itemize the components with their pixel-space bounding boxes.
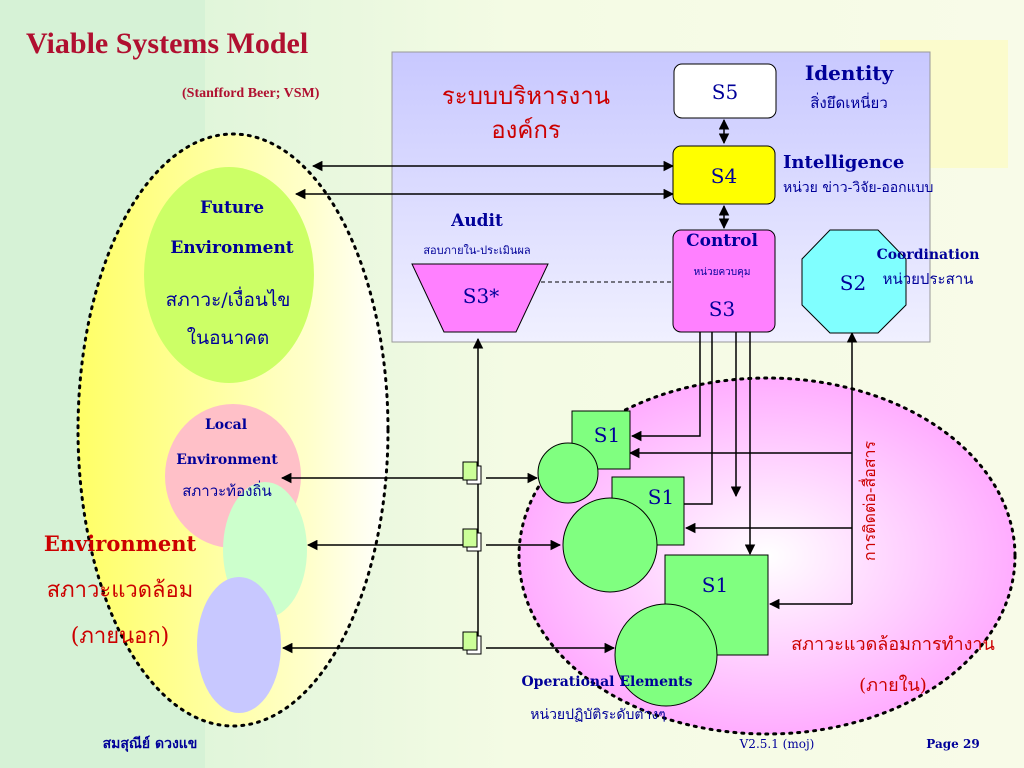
- s1-circle-2: [562, 497, 658, 593]
- document-icon: [462, 528, 482, 552]
- environment-label: Environment: [44, 531, 197, 556]
- document-icon: [462, 631, 482, 655]
- identity-thai: สิ่งยึดเหนี่ยว: [810, 92, 888, 112]
- s3star-label: S3*: [463, 284, 499, 308]
- future-env-line1: Future: [200, 198, 264, 218]
- s4-box: [672, 145, 776, 205]
- s1-circle-1: [537, 442, 599, 504]
- local-env-line2: Environment: [176, 452, 278, 468]
- footer-author: สมสุณีย์ ดวงแข: [103, 735, 198, 752]
- s5-box: [673, 63, 777, 119]
- s3star-shape: [411, 263, 549, 333]
- s1-circle-3: [614, 603, 718, 707]
- environment-thai2: (ภายนอก): [71, 624, 169, 649]
- slide-subtitle: (Stanfford Beer; VSM): [182, 86, 320, 101]
- document-icon: [462, 461, 482, 485]
- future-env-thai1: สภาวะ/เงื่อนไข: [166, 286, 291, 311]
- intelligence-label: Intelligence: [783, 152, 904, 173]
- audit-label: Audit: [450, 211, 503, 231]
- coordination-label: Coordination: [877, 247, 980, 263]
- future-environment-ellipse: [144, 167, 314, 383]
- footer-page: Page 29: [926, 737, 979, 751]
- identity-label: Identity: [805, 61, 895, 85]
- slide-title: Viable Systems Model: [26, 27, 309, 60]
- coordination-thai: หน่วยประสาน: [883, 270, 974, 288]
- s3-box: [672, 229, 776, 333]
- operational-thai: หน่วยปฏิบัติระดับต่างๆ: [530, 707, 665, 723]
- audit-thai: สอบภายใน-ประเมินผล: [423, 244, 530, 257]
- s3-s1-link-1: [630, 332, 701, 442]
- internal-env-line2: (ภายใน): [859, 674, 927, 696]
- communication-label: การติดต่อ-สื่อสาร: [858, 441, 879, 562]
- s1-label-1: S1: [594, 423, 620, 447]
- local-env-line1: Local: [205, 417, 247, 433]
- local-env-thai: สภาวะท้องถิ่น: [182, 480, 272, 500]
- local-sub-ellipse-lavender: [197, 577, 281, 713]
- operational-label: Operational Elements: [521, 674, 692, 690]
- future-env-line2: Environment: [170, 238, 293, 258]
- s1-label-2: S1: [648, 485, 674, 509]
- s2-label: S2: [840, 271, 866, 295]
- s3-label: S3: [709, 297, 735, 321]
- future-env-thai2: ในอนาคต: [187, 327, 269, 349]
- s3-name: Control: [686, 231, 758, 251]
- management-title-2: องค์กร: [491, 116, 561, 144]
- s5-label: S5: [712, 80, 738, 104]
- intelligence-thai: หน่วย ข่าว-วิจัย-ออกแบบ: [783, 180, 933, 196]
- s3-thai: หน่วยควบคุม: [694, 267, 751, 278]
- environment-thai1: สภาวะแวดล้อม: [47, 578, 193, 603]
- internal-env-line1: สภาวะแวดล้อมการทำงาน: [791, 634, 995, 655]
- s1-label-3: S1: [702, 573, 728, 597]
- footer-version: V2.5.1 (moj): [739, 737, 815, 751]
- s2-octagon: [801, 229, 907, 334]
- s4-label: S4: [711, 164, 737, 188]
- management-title-1: ระบบบริหารงาน: [442, 82, 610, 110]
